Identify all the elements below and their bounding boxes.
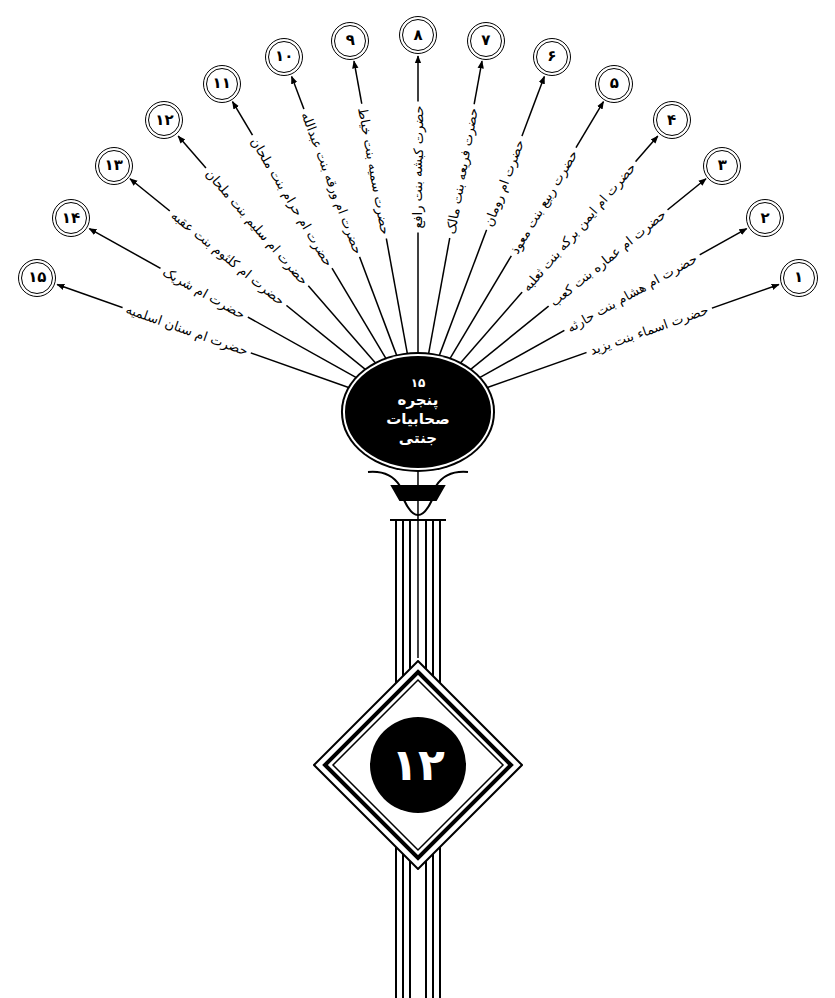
stem-line bbox=[417, 469, 419, 658]
callout-number: ۷ bbox=[481, 33, 490, 48]
callout-circle: ۶ bbox=[533, 38, 571, 76]
name-label: حضرت کبشه بنت رافع bbox=[409, 101, 426, 232]
callout-number: ۹ bbox=[346, 33, 355, 48]
callout-number: ۱۲ bbox=[391, 743, 445, 787]
number-diamond: ۱۲ bbox=[313, 660, 523, 870]
callout-number: ۱ bbox=[794, 270, 803, 285]
callout-circle: ۵ bbox=[595, 65, 633, 103]
callout-circle: ۱ bbox=[780, 259, 818, 297]
series-number: ۱۵ bbox=[411, 376, 426, 391]
fan-arrow bbox=[428, 61, 482, 356]
callout-number: ۱۴ bbox=[62, 211, 80, 226]
callout-circle: ۷ bbox=[467, 22, 505, 60]
title-text: پنجره صحابیات جنتی bbox=[370, 391, 466, 447]
callout-number: ۱۳ bbox=[105, 158, 123, 173]
callout-number: ۲ bbox=[760, 211, 769, 226]
name-label: حضرت ام رومان bbox=[479, 133, 530, 232]
callout-circle: ۲ bbox=[746, 199, 784, 237]
callout-circle: ۱۴ bbox=[52, 199, 90, 237]
callout-number: ۸ bbox=[413, 28, 422, 43]
callout-circle: ۴ bbox=[653, 101, 691, 139]
callout-circle: ۳ bbox=[703, 147, 741, 185]
callout-number: ۴ bbox=[667, 113, 676, 128]
name-label: حضرت سمیه بنت خیاط bbox=[353, 102, 394, 240]
callout-circle: ۱۲ bbox=[145, 101, 183, 139]
callout-number: ۳ bbox=[718, 158, 727, 173]
callout-number: ۱۲ bbox=[155, 113, 173, 128]
name-label: حضرت فریعه بنت مالک bbox=[441, 102, 482, 239]
callout-circle: ۱۵ bbox=[18, 259, 56, 297]
callout-circle: ۹ bbox=[331, 22, 369, 60]
title-oval: ۱۵پنجره صحابیات جنتی bbox=[345, 356, 491, 467]
callout-number: ۶ bbox=[547, 49, 556, 64]
callout-circle: ۱۰ bbox=[265, 38, 303, 76]
callout-number: ۱۵ bbox=[28, 270, 46, 285]
callout-number: ۱۱ bbox=[213, 76, 231, 91]
callout-circle: ۸ bbox=[399, 16, 437, 54]
callout-number: ۱۰ bbox=[275, 49, 293, 64]
callout-circle: ۱۳ bbox=[95, 147, 133, 185]
callout-number: ۵ bbox=[610, 76, 619, 91]
callout-circle: ۱۱ bbox=[203, 65, 241, 103]
